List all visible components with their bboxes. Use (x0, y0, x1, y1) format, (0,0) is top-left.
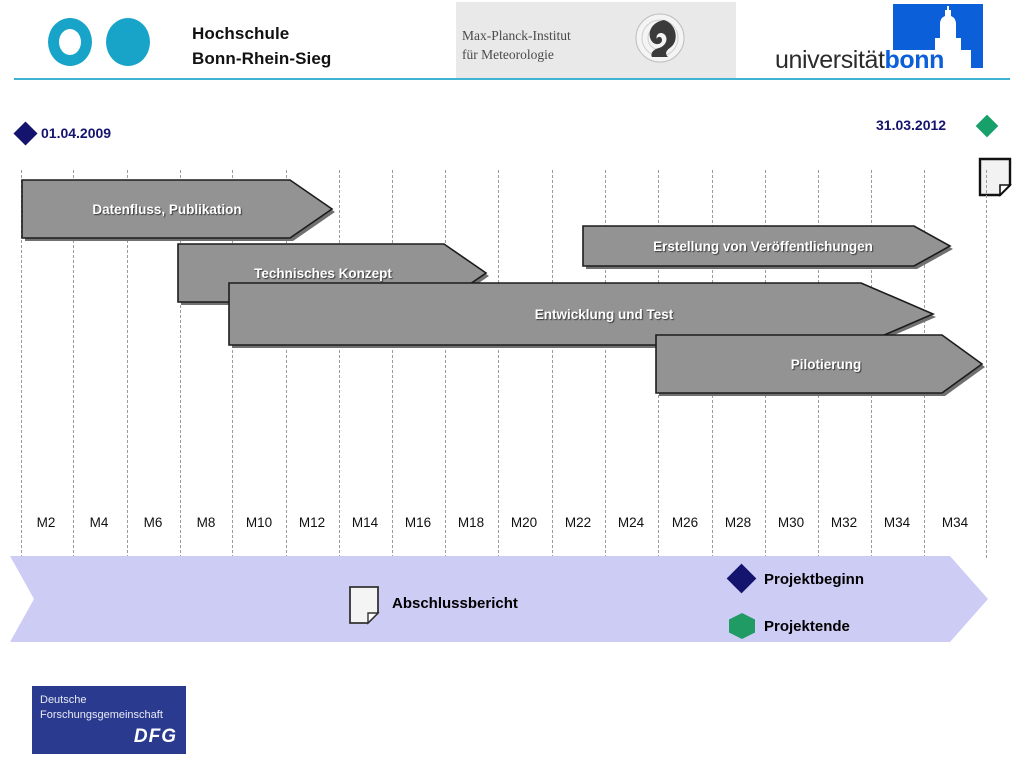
page-header: Hochschule Bonn-Rhein-Sieg Max-Planck-In… (0, 0, 1024, 80)
mpi-name: Max-Planck-Institut für Meteorologie (462, 26, 622, 64)
report-document-icon (978, 157, 1012, 197)
dfg-name-line2: Forschungsgemeinschaft (40, 709, 163, 721)
mpi-name-line1: Max-Planck-Institut (462, 28, 571, 43)
mpi-logo-block (456, 2, 736, 78)
axis-label: M8 (196, 515, 216, 530)
project-start-date: 01.04.2009 (41, 125, 112, 141)
mpi-name-line2: für Meteorologie (462, 47, 554, 62)
uni-bonn-word-bold: bonn (884, 46, 945, 74)
header-divider (14, 78, 1010, 80)
gridline (73, 170, 74, 558)
axis-label: M34 (941, 515, 969, 530)
project-start-diamond-icon (13, 121, 38, 146)
uni-bonn-wordmark: universitätbonn (775, 46, 1011, 75)
axis-label: M22 (564, 515, 592, 530)
gridline (445, 170, 446, 558)
dfg-abbreviation: DFG (133, 726, 177, 747)
gridline (232, 170, 233, 558)
axis-label: M10 (245, 515, 273, 530)
axis-label: M34 (883, 515, 911, 530)
gridline (986, 170, 987, 558)
axis-label: M16 (404, 515, 432, 530)
gantt-bar[interactable]: Erstellung von Veröffentlichungen (582, 225, 953, 269)
uni-bonn-blue-block (893, 4, 971, 50)
gridline (127, 170, 128, 558)
axis-label: M30 (777, 515, 805, 530)
uni-bonn-logo: universitätbonn (775, 4, 1011, 74)
gridline (392, 170, 393, 558)
gridline (498, 170, 499, 558)
axis-label: M18 (457, 515, 485, 530)
dfg-logo: Deutsche Forschungsgemeinschaft DFG (32, 686, 186, 754)
gridline (552, 170, 553, 558)
axis-label: M26 (671, 515, 699, 530)
uni-bonn-blue-edge (971, 4, 983, 68)
month-axis: M2 M4 M6 M8 M10 M12 M14 M16 M18 M20 M22 M24 M26 M28 M3… (0, 515, 1024, 539)
hochschule-name: Hochschule Bonn-Rhein-Sieg (192, 21, 442, 71)
axis-label: M6 (143, 515, 163, 530)
axis-label: M4 (89, 515, 109, 530)
axis-label: M28 (724, 515, 752, 530)
gridline (605, 170, 606, 558)
legend-project-start-label: Projektbeginn (764, 571, 865, 588)
mpi-emblem-icon (634, 12, 686, 64)
hochschule-logo (48, 16, 178, 66)
axis-label: M14 (351, 515, 379, 530)
axis-label: M24 (617, 515, 645, 530)
uni-bonn-word-plain: universität (775, 46, 885, 74)
dfg-name: Deutsche Forschungsgemeinschaft (40, 693, 180, 723)
ring-icon (48, 18, 92, 66)
gantt-bar[interactable]: Entwicklung und Test (228, 282, 936, 348)
gridline (21, 170, 22, 558)
dfg-name-line1: Deutsche (40, 694, 87, 706)
gridline (180, 170, 181, 558)
legend-report-label: Abschlussbericht (392, 595, 518, 612)
project-end-date: 31.03.2012 (876, 117, 947, 133)
legend-project-end-label: Projektende (764, 618, 850, 635)
gridline (286, 170, 287, 558)
gantt-bar[interactable]: Datenfluss, Publikation (21, 179, 335, 241)
legend-report-icon (348, 585, 380, 625)
project-end-diamond-icon (975, 114, 999, 138)
circle-icon (106, 18, 150, 66)
gantt-bar[interactable]: Pilotierung (655, 334, 985, 396)
axis-label: M12 (298, 515, 326, 530)
hochschule-name-line1: Hochschule (192, 24, 290, 43)
axis-label: M32 (830, 515, 858, 530)
axis-label: M20 (510, 515, 538, 530)
axis-label: M2 (36, 515, 56, 530)
hochschule-name-line2: Bonn-Rhein-Sieg (192, 49, 332, 68)
gridline (339, 170, 340, 558)
